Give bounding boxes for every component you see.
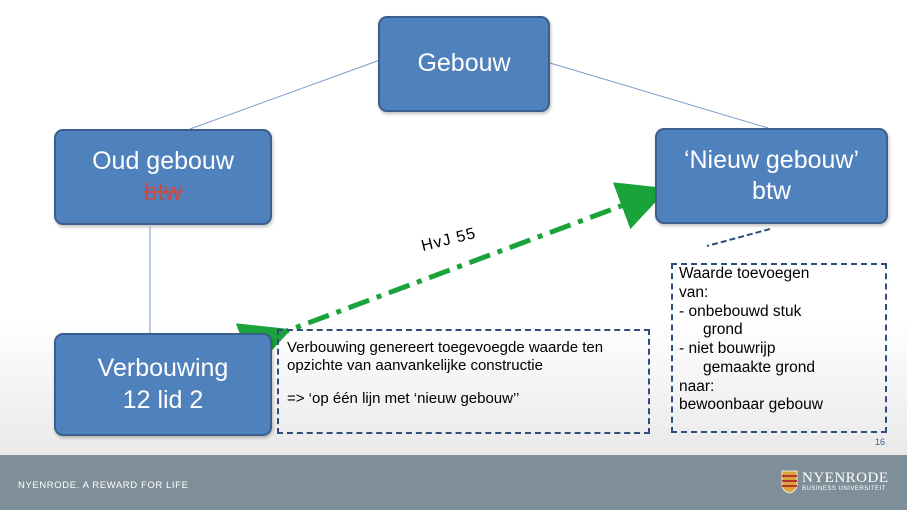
node-oud-gebouw-label: Oud gebouw bbox=[92, 146, 234, 175]
nyenrode-logo: NYENRODE BUSINESS UNIVERSITEIT bbox=[781, 470, 889, 494]
dashed-connector-nieuw-box bbox=[706, 228, 771, 247]
right-box-line-3: - onbebouwd stuk bbox=[679, 302, 802, 320]
right-box-line-6: gemaakte grond bbox=[703, 358, 816, 376]
node-gebouw-label: Gebouw bbox=[417, 49, 511, 78]
logo-wordmark: NYENRODE bbox=[802, 469, 889, 486]
connector-gebouw-oud bbox=[189, 59, 381, 130]
node-oud-gebouw-btw-struck: btw bbox=[143, 178, 183, 206]
middle-box-text-2: => ‘op één lijn met ‘nieuw gebouw’’ bbox=[287, 390, 520, 408]
right-box-line-4: grond bbox=[703, 321, 743, 339]
right-box-line-1: Waarde toevoegen bbox=[679, 265, 810, 282]
node-verbouwing: Verbouwing 12 lid 2 bbox=[54, 333, 272, 436]
explanation-box-right: Waarde toevoegen van: - onbebouwd stuk g… bbox=[671, 263, 887, 433]
footer-bar bbox=[0, 455, 907, 510]
footer-tagline: NYENRODE. A REWARD FOR LIFE bbox=[18, 480, 189, 491]
node-nieuw-gebouw: ‘Nieuw gebouw’ btw bbox=[655, 128, 888, 224]
right-box-line-2: van: bbox=[679, 283, 709, 301]
hvj-arrow-line bbox=[235, 182, 669, 371]
node-gebouw: Gebouw bbox=[378, 16, 550, 112]
node-nieuw-gebouw-btw: btw bbox=[752, 177, 791, 205]
node-verbouwing-article: 12 lid 2 bbox=[122, 385, 204, 414]
node-oud-gebouw: Oud gebouw btw bbox=[54, 129, 272, 225]
middle-box-text-1: Verbouwing genereert toegevoegde waarde … bbox=[287, 339, 604, 374]
crest-icon bbox=[781, 470, 798, 494]
node-nieuw-gebouw-label: ‘Nieuw gebouw’ bbox=[683, 145, 860, 174]
explanation-box-middle: Verbouwing genereert toegevoegde waarde … bbox=[277, 329, 650, 434]
node-verbouwing-label: Verbouwing bbox=[97, 354, 229, 383]
logo-subtitle: BUSINESS UNIVERSITEIT bbox=[802, 485, 886, 492]
connector-gebouw-nieuw bbox=[549, 62, 769, 129]
page-number: 16 bbox=[875, 437, 886, 447]
right-box-line-7: naar: bbox=[679, 377, 715, 395]
right-box-line-8: bewoonbaar gebouw bbox=[679, 396, 823, 414]
right-box-line-5: - niet bouwrijp bbox=[679, 340, 776, 357]
